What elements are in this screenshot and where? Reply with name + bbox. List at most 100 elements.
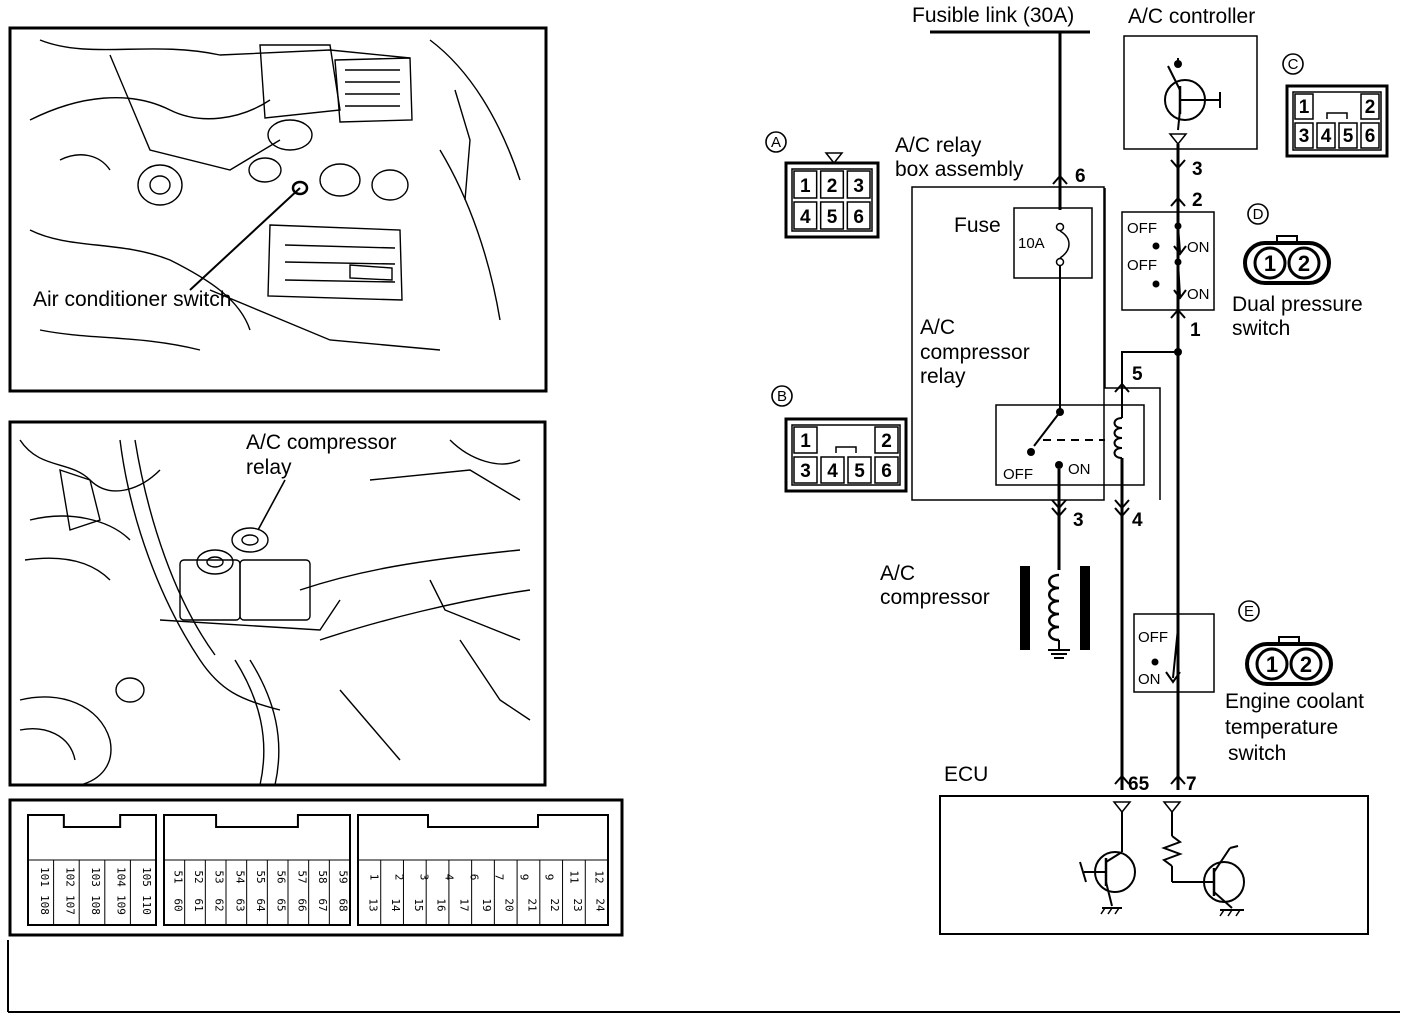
ecu-pin-label: 21: [525, 898, 538, 911]
connector-tag-E: E: [1244, 603, 1254, 620]
dual-off-1: OFF: [1127, 220, 1157, 237]
coolant-off: OFF: [1138, 629, 1168, 646]
compressor-clutch-left: [1020, 566, 1030, 650]
connector-D-pin: 1: [1264, 251, 1276, 276]
fuse-label: Fuse: [954, 214, 1001, 237]
connector-B-pin: 6: [881, 461, 892, 482]
ecu-pin-label: 66: [295, 898, 308, 911]
ac-controller-box: [1123, 35, 1258, 150]
connector-E-face: [1245, 642, 1333, 686]
dual-pressure-switch-box: [1121, 211, 1215, 311]
dual-on-2: ON: [1187, 286, 1210, 303]
ac-compressor-relay-photo-label-1: A/C compressor: [246, 431, 397, 454]
connector-A-pin: 3: [853, 176, 864, 197]
air-conditioner-switch-label: Air conditioner switch: [33, 288, 231, 311]
relay-label-2: compressor: [920, 341, 1030, 364]
connector-E-pin: 2: [1300, 652, 1312, 677]
ecu-connector-group-3: [357, 814, 609, 926]
ecu-pin-label: 65: [275, 898, 288, 911]
ecu-pin-label: 54: [233, 870, 246, 884]
ecu-label: ECU: [944, 763, 988, 786]
ecu-pin-label: 2: [393, 874, 406, 881]
connector-B-pin: 5: [854, 461, 865, 482]
fuse-box: [1013, 207, 1093, 279]
fuse-rating: 10A: [1018, 235, 1045, 252]
ecu-pin-label: 68: [337, 898, 350, 911]
ecu-pin-label: 16: [435, 898, 448, 911]
ecu-pin-label: 102: [63, 867, 76, 887]
ecu-pin-label: 55: [254, 870, 267, 883]
connector-tag-A: A: [771, 134, 781, 151]
ecu-pin-label: 12: [593, 870, 606, 883]
relay-box-outline: [911, 186, 1105, 501]
coolant-label-1: Engine coolant: [1225, 690, 1364, 713]
ecu-pin-label: 107: [63, 895, 76, 915]
connector-C-pin: 1: [1299, 97, 1310, 118]
relay-box-label-2: box assembly: [895, 158, 1024, 181]
connector-C-pin: 3: [1299, 126, 1310, 147]
connector-tag-C: C: [1288, 56, 1299, 73]
ecu-pin-label: 101: [38, 867, 51, 887]
ecu-pin-label: 20: [503, 898, 516, 911]
connector-C-face: [1285, 84, 1389, 158]
connector-B-pin: 4: [827, 461, 838, 482]
relay-body: [995, 404, 1145, 486]
ecu-pin-label: 23: [571, 898, 584, 911]
ecu-pin-label: 7: [493, 874, 506, 881]
connector-A-pin: 2: [827, 176, 838, 197]
connector-A-pin: 1: [800, 176, 811, 197]
ecu-pin-label: 56: [275, 870, 288, 883]
ecu-pin-label: 53: [213, 870, 226, 883]
connector-E-pin: 1: [1266, 652, 1278, 677]
schematic: Fusible link (30A) A/C controller 6 A/C …: [880, 4, 1369, 935]
wire-number-1: 1: [1190, 320, 1201, 341]
coolant-switch-box: [1133, 613, 1215, 693]
ecu-pin-label: 103: [89, 867, 102, 887]
ac-controller-label: A/C controller: [1128, 5, 1255, 28]
coolant-label-2: temperature: [1225, 716, 1338, 739]
ecu-pin-label: 60: [171, 898, 184, 911]
dual-on-1: ON: [1187, 239, 1210, 256]
connector-C-pin: 4: [1321, 126, 1332, 147]
ecu-connector-group-1: [27, 814, 157, 926]
ecu-pin-label: 104: [115, 867, 128, 887]
ecu-pin-label: 110: [140, 895, 153, 915]
ecu-pin-label: 52: [192, 870, 205, 883]
ecu-box: [939, 795, 1369, 935]
connector-C-pin: 5: [1343, 126, 1354, 147]
ecu-pin-label: 4: [443, 874, 456, 881]
ecu-pin-label: 22: [548, 898, 561, 911]
relay-on-label: ON: [1068, 461, 1091, 478]
connector-B-pin: 2: [881, 431, 892, 452]
connector-tag-B: B: [777, 388, 787, 405]
relay-label-3: relay: [920, 365, 966, 388]
ecu-pin-label: 108: [38, 895, 51, 915]
ecu-pin-label: 19: [480, 898, 493, 911]
connector-B-pin: 3: [800, 461, 811, 482]
engine-bay-photo: A/C compressor relay: [8, 420, 547, 787]
compressor-label-2: compressor: [880, 586, 990, 609]
connector-D-face: [1243, 241, 1331, 285]
ecu-pin-label: 13: [366, 898, 379, 911]
coolant-on: ON: [1138, 671, 1161, 688]
connector-A-face: [784, 161, 880, 239]
ecu-pin-label: 11: [568, 870, 581, 883]
dual-off-2: OFF: [1127, 257, 1157, 274]
coolant-label-3: switch: [1228, 742, 1286, 765]
ecu-pin-label: 9: [518, 874, 531, 881]
ecu-pin-label: 57: [295, 870, 308, 883]
ecu-pin-label: 63: [233, 898, 246, 911]
connector-B-face: [784, 417, 908, 493]
relay-box-label-1: A/C relay: [895, 134, 982, 157]
connector-D-pin: 2: [1298, 251, 1310, 276]
ecu-pin-label: 1: [368, 874, 381, 881]
fusible-link-label: Fusible link (30A): [912, 4, 1074, 27]
compressor-label-1: A/C: [880, 562, 915, 585]
ecu-pin-label: 64: [254, 898, 267, 912]
ac-compressor-relay-photo-label-2: relay: [246, 456, 292, 479]
connector-A-pin: 4: [800, 207, 811, 228]
wire-number-3-top: 3: [1192, 159, 1203, 180]
dual-pressure-label-1: Dual pressure: [1232, 293, 1363, 316]
ecu-pin-label: 61: [192, 898, 205, 911]
